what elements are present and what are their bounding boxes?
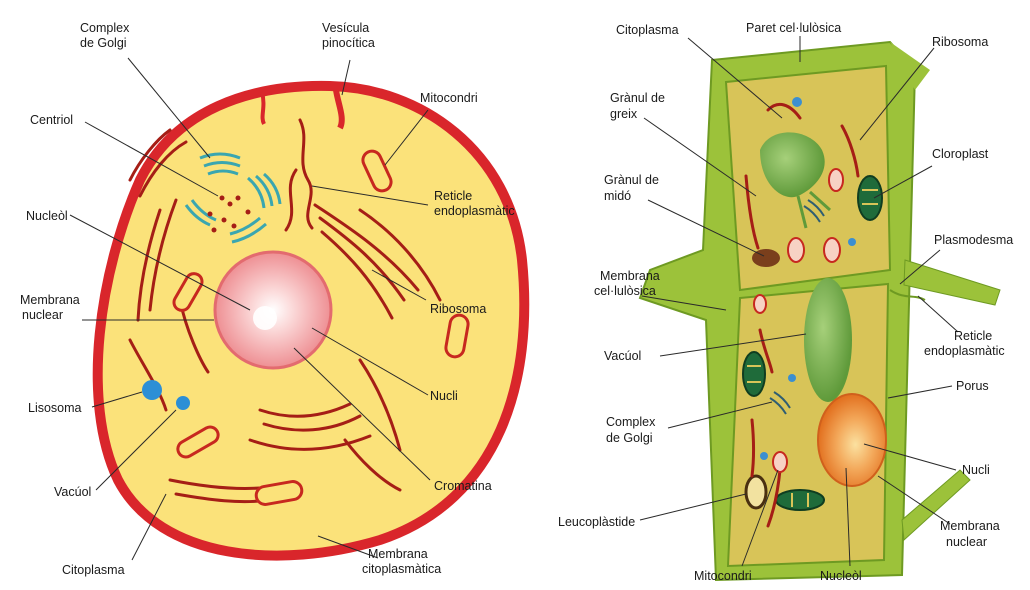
plant-vesicle-2 <box>848 238 856 246</box>
label-vesicula: Vesícula <box>322 21 369 35</box>
label-p-membrana-cel-2: cel·lulòsica <box>594 284 656 298</box>
label-nucleol: Nucleòl <box>26 209 68 223</box>
label-lisosoma: Lisosoma <box>28 401 82 415</box>
label-p-nucli: Nucli <box>962 463 990 477</box>
label-complex-golgi-2: de Golgi <box>80 36 127 50</box>
label-p-complex-golgi-2: de Golgi <box>606 431 653 445</box>
label-complex-golgi: Complex <box>80 21 130 35</box>
label-p-citoplasma: Citoplasma <box>616 23 679 37</box>
label-p-ribosoma: Ribosoma <box>932 35 988 49</box>
label-membrana-nuclear-2: nuclear <box>22 308 63 322</box>
lysosome-2 <box>176 396 190 410</box>
label-p-complex-golgi: Complex <box>606 415 656 429</box>
plant-vesicle-4 <box>760 452 768 460</box>
label-reticle: Reticle <box>434 189 472 203</box>
label-p-porus: Porus <box>956 379 989 393</box>
label-p-paret: Paret cel·lulòsica <box>746 21 841 35</box>
label-membrana-nuclear: Membrana <box>20 293 80 307</box>
label-membrana-cito-2: citoplasmàtica <box>362 562 441 576</box>
label-ribosoma: Ribosoma <box>430 302 486 316</box>
label-p-membrana-cel: Membrana <box>600 269 660 283</box>
label-p-reticle: Reticle <box>954 329 992 343</box>
label-p-membrana-nuclear-2: nuclear <box>946 535 987 549</box>
label-p-plasmodesma: Plasmodesma <box>934 233 1013 247</box>
label-p-reticle-2: endoplasmàtic <box>924 344 1005 358</box>
label-p-vacuol: Vacúol <box>604 349 641 363</box>
label-p-granul-mido-2: midó <box>604 189 631 203</box>
label-citoplasma: Citoplasma <box>62 563 125 577</box>
label-cromatina: Cromatina <box>434 479 492 493</box>
leucoplast <box>746 476 766 508</box>
plant-cell: Citoplasma Paret cel·lulòsica Ribosoma G… <box>558 21 1013 583</box>
label-vesicula-2: pinocítica <box>322 36 375 50</box>
label-p-granul-greix-2: greix <box>610 107 638 121</box>
lysosome <box>142 380 162 400</box>
label-nucli: Nucli <box>430 389 458 403</box>
label-centriol: Centriol <box>30 113 73 127</box>
label-p-granul-greix: Grànul de <box>610 91 665 105</box>
label-p-cloroplast: Cloroplast <box>932 147 989 161</box>
plant-vesicle <box>792 97 802 107</box>
label-p-nucleol: Nucleòl <box>820 569 862 583</box>
plant-vacuole-lower <box>804 278 852 402</box>
plant-vesicle-3 <box>788 374 796 382</box>
label-p-granul-mido: Grànul de <box>604 173 659 187</box>
label-p-mitocondri: Mitocondri <box>694 569 752 583</box>
label-mitocondri: Mitocondri <box>420 91 478 105</box>
label-p-membrana-nuclear: Membrana <box>940 519 1000 533</box>
plant-nucleus <box>818 394 886 486</box>
label-p-leucoplastide: Leucoplàstide <box>558 515 635 529</box>
label-vacuol: Vacúol <box>54 485 91 499</box>
label-reticle-2: endoplasmàtic <box>434 204 515 218</box>
label-membrana-cito: Membrana <box>368 547 428 561</box>
pinocytic-vesicle-2 <box>262 92 264 124</box>
animal-nucleolus <box>253 306 277 330</box>
